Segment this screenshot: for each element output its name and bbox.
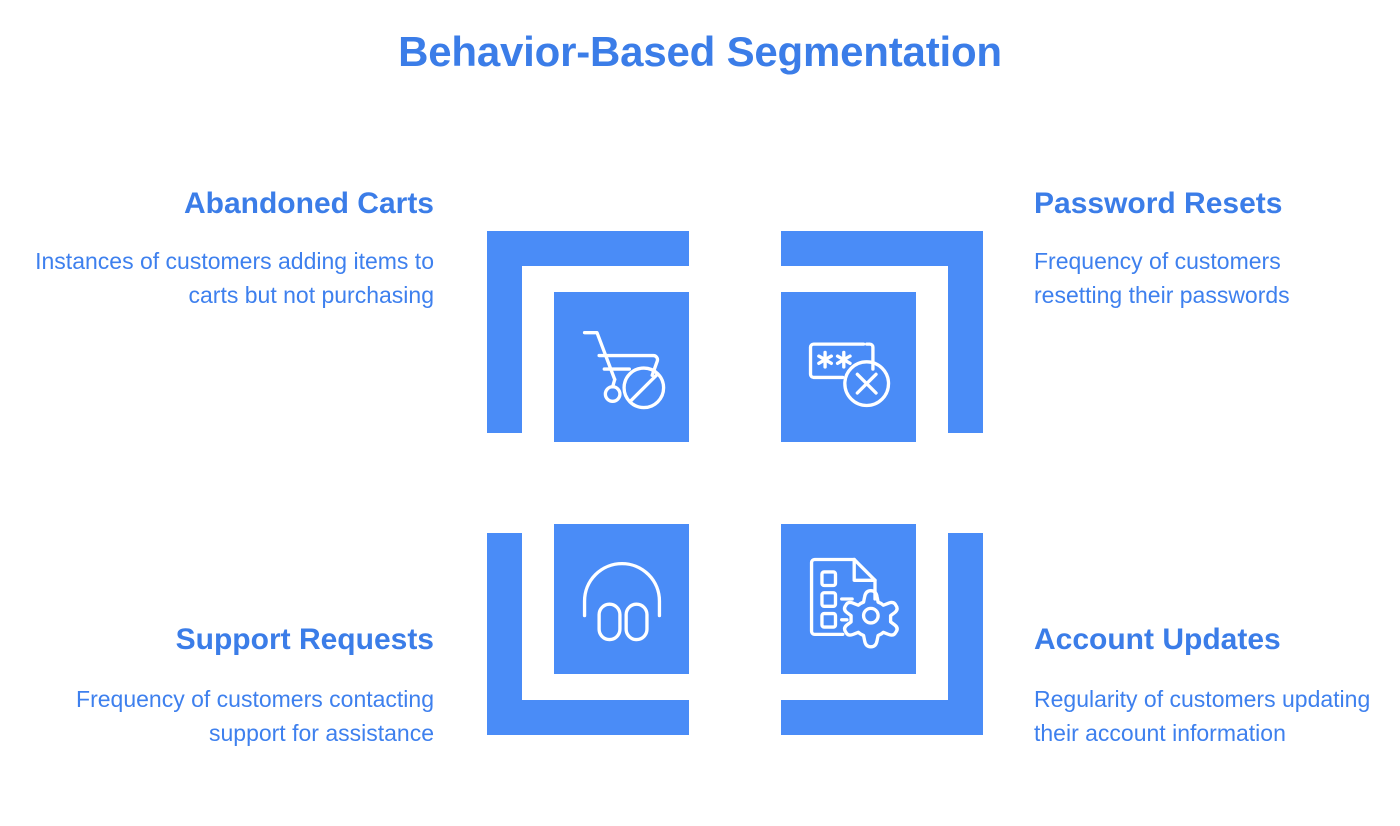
quadrant-password-resets[interactable] bbox=[781, 231, 983, 442]
segment-heading: Password Resets bbox=[1034, 187, 1283, 220]
segment-heading: Support Requests bbox=[175, 623, 434, 656]
document-settings-gear-icon bbox=[809, 557, 899, 649]
headphones-icon bbox=[582, 561, 661, 642]
password-field-error-icon bbox=[808, 342, 890, 408]
bracket-bar-vertical bbox=[487, 231, 522, 433]
icon-tile-abandoned-carts[interactable] bbox=[554, 292, 689, 442]
quadrant-support-requests[interactable] bbox=[487, 524, 689, 735]
segment-text-support-requests: Support Requests Frequency of customers … bbox=[60, 622, 434, 750]
page-title: Behavior-Based Segmentation bbox=[398, 28, 1002, 75]
segment-description: Regularity of customers updating their a… bbox=[1034, 686, 1371, 747]
segment-description: Instances of customers adding items to c… bbox=[35, 248, 434, 309]
icon-tile-password-resets[interactable] bbox=[781, 292, 916, 442]
segment-description: Frequency of customers resetting their p… bbox=[1034, 248, 1290, 309]
quadrant-abandoned-carts[interactable] bbox=[487, 231, 689, 442]
segment-heading: Account Updates bbox=[1034, 623, 1281, 656]
segment-text-abandoned-carts: Abandoned Carts Instances of customers a… bbox=[30, 186, 434, 312]
icon-tile-account-updates[interactable] bbox=[781, 524, 916, 674]
segmentation-diagram bbox=[487, 231, 991, 735]
bracket-bar-vertical bbox=[487, 533, 522, 735]
segment-description: Frequency of customers contacting suppor… bbox=[76, 686, 434, 747]
bracket-bar-vertical bbox=[948, 231, 983, 433]
bracket-bar-vertical bbox=[948, 533, 983, 735]
icon-tile-support-requests[interactable] bbox=[554, 524, 689, 674]
segment-text-account-updates: Account Updates Regularity of customers … bbox=[1034, 622, 1374, 750]
segment-heading: Abandoned Carts bbox=[183, 187, 434, 220]
shopping-cart-prohibited-icon bbox=[582, 331, 665, 410]
quadrant-account-updates[interactable] bbox=[781, 524, 983, 735]
segment-text-password-resets: Password Resets Frequency of customers r… bbox=[1034, 186, 1374, 312]
